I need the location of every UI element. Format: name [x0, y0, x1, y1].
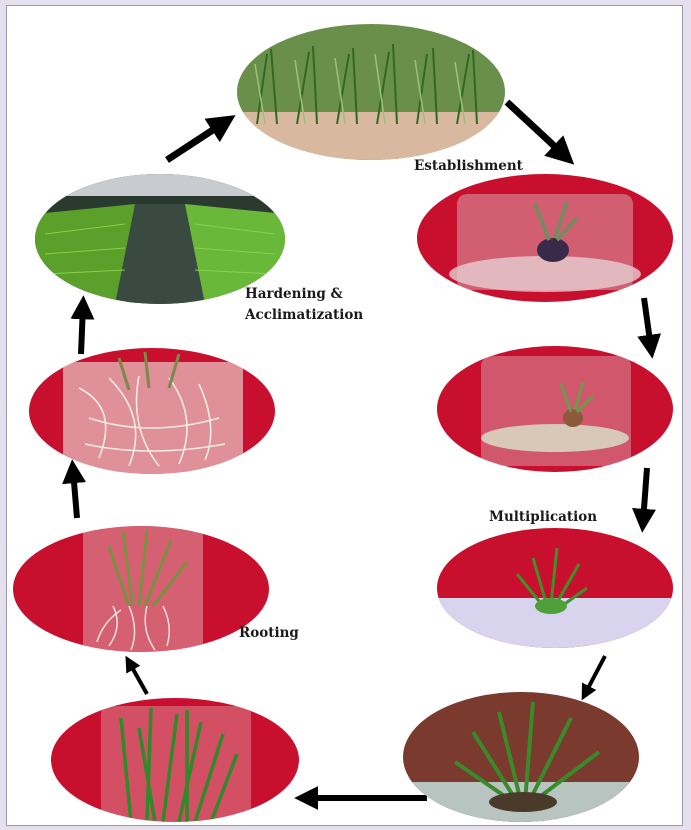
arrow-hardening-to-field — [167, 122, 225, 160]
arrow-field-to-establishment — [507, 102, 565, 156]
arrow-multiplication-2-to-3 — [585, 656, 605, 694]
multiplication-culture-photo-2 — [437, 528, 673, 648]
arrow-to-rooting — [129, 662, 147, 694]
label-hardening-line2: Acclimatization — [245, 306, 363, 325]
diagram-frame: Establishment Hardening & Acclimatizatio… — [6, 5, 683, 826]
developed-roots-photo — [29, 348, 275, 474]
label-multiplication: Multiplication — [489, 508, 597, 527]
label-rooting: Rooting — [239, 624, 299, 643]
arrow-rooting-to-roots — [73, 470, 77, 518]
arrow-multiplication-1-to-2 — [643, 468, 647, 522]
arrow-roots-to-hardening — [81, 306, 83, 354]
multiplication-culture-photo-1 — [437, 346, 673, 472]
arrow-establishment-to-multiplication-1 — [644, 298, 651, 348]
establishment-culture-photo — [417, 174, 673, 302]
label-establishment: Establishment — [414, 157, 523, 176]
multiplication-culture-photo-3 — [403, 692, 639, 822]
field-plants-photo — [237, 24, 505, 160]
rooting-culture-photo — [13, 526, 269, 652]
rooted-plantlets-photo — [51, 698, 299, 822]
label-hardening-line1: Hardening & — [245, 285, 343, 304]
